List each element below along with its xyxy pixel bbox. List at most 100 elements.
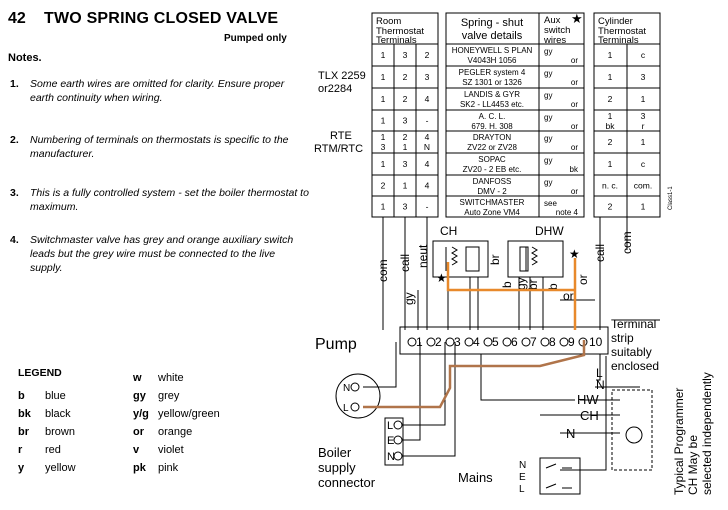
cylinder-terminal-cell: r <box>642 121 645 131</box>
wire-label: com <box>376 259 390 282</box>
wire-label: call <box>593 244 607 262</box>
orange-wire <box>446 258 577 330</box>
terminal-screw <box>521 337 531 347</box>
legend-heading: LEGEND <box>18 367 62 379</box>
wire-label: b <box>500 281 514 288</box>
legend-name: blue <box>45 390 66 402</box>
valve-detail-cell: SK2 - LL4453 etc. <box>460 100 524 109</box>
wire-label: call <box>398 254 412 272</box>
programmer-line-label: CH <box>580 408 599 423</box>
mains-terminal-label: N <box>519 460 526 471</box>
rte-label: RTE <box>330 130 352 142</box>
legend-code: b <box>18 390 25 402</box>
room-terminal-cell: 1 <box>381 94 386 104</box>
room-terminal-cell: 4 <box>425 94 430 104</box>
strip-n-label: N <box>596 378 605 392</box>
wire-label: or <box>576 274 590 285</box>
wire-label: com <box>620 231 634 254</box>
terminal-number: 7 <box>530 335 537 349</box>
room-terminal-cell: 2 <box>403 94 408 104</box>
note-2: 2. Numbering of terminals on thermostats… <box>10 133 310 177</box>
cylinder-terminal-cell: com. <box>634 181 652 191</box>
note-text: This is a fully controlled system - set … <box>30 187 309 213</box>
aux-wire-cell: or <box>571 122 578 131</box>
boiler-label-line: supply <box>318 460 356 475</box>
cylinder-terminal-cell: 3 <box>641 72 646 82</box>
room-header-line: Room <box>376 16 401 27</box>
aux-wire-cell: see <box>544 199 557 208</box>
cylinder-terminal-cell: 1 <box>608 111 613 121</box>
room-terminal-cell: 1 <box>403 142 408 152</box>
dhw-valve-body <box>507 240 564 278</box>
aux-wire-cell: gy <box>544 91 552 100</box>
tlx-label: or2284 <box>318 83 352 95</box>
valve-detail-cell: ZV20 - 2 EB etc. <box>463 165 522 174</box>
aux-wire-cell: or <box>571 100 578 109</box>
legend-name: black <box>45 408 71 420</box>
legend-name: grey <box>158 390 180 402</box>
legend-code: br <box>18 426 29 438</box>
room-terminal-cell: 3 <box>403 116 408 126</box>
strip-caption-line: strip <box>611 331 634 345</box>
wire-label: br <box>488 254 502 265</box>
terminal-number: 6 <box>511 335 518 349</box>
valve-detail-cell: SWITCHMASTER <box>460 198 525 207</box>
room-terminal-cell: 4 <box>425 159 430 169</box>
room-terminal-cell: 3 <box>403 159 408 169</box>
programmer-caption-line: CH May be <box>686 435 700 495</box>
note-text: Switchmaster valve has grey and orange a… <box>30 234 294 274</box>
note-1: 1. Some earth wires are omitted for clar… <box>10 77 310 121</box>
star-icon: ★ <box>571 11 583 26</box>
pump-label: Pump <box>315 336 357 353</box>
boiler-label-line: connector <box>318 475 376 490</box>
pump-symbol <box>335 373 381 419</box>
diagram-number: 42 <box>8 10 26 27</box>
valve-detail-cell: PEGLER system 4 <box>459 68 526 77</box>
note-number: 1. <box>10 78 19 90</box>
programmer-caption-line: selected independently <box>700 372 714 495</box>
aux-wire-cell: gy <box>544 178 552 187</box>
cylinder-terminal-cell: 1 <box>641 202 646 212</box>
terminal-number: 10 <box>589 335 603 349</box>
boiler-label-line: Boiler <box>318 445 352 460</box>
note-text: Some earth wires are omitted for clarity… <box>30 78 285 104</box>
cylinder-terminal-cell: c <box>641 50 646 60</box>
valve-detail-cell: 679. H. 308 <box>471 122 513 131</box>
legend-code: r <box>18 444 23 456</box>
note-number: 2. <box>10 134 19 146</box>
legend-name: white <box>158 372 184 384</box>
terminal-screw <box>464 337 474 347</box>
aux-wire-cell: gy <box>544 113 552 122</box>
room-terminal-cell: 1 <box>381 202 386 212</box>
pump-terminal-label: N <box>343 383 350 394</box>
terminal-screw <box>540 337 550 347</box>
valve-detail-cell: DMV - 2 <box>477 187 507 196</box>
room-terminal-cell: 3 <box>381 142 386 152</box>
terminal-number: 3 <box>454 335 461 349</box>
room-terminal-cell: 3 <box>425 72 430 82</box>
cylinder-terminal-cell: 2 <box>608 137 613 147</box>
diagram-title: TWO SPRING CLOSED VALVE <box>44 10 279 27</box>
room-terminal-cell: - <box>426 202 429 212</box>
cylinder-terminal-cell: 3 <box>641 111 646 121</box>
note-number: 4. <box>10 234 19 246</box>
terminal-number: 8 <box>549 335 556 349</box>
programmer-box <box>611 389 653 471</box>
room-header-line: Terminals <box>376 35 417 46</box>
diagram-subtitle: Pumped only <box>224 33 287 44</box>
strip-caption-line: Terminal <box>611 317 656 331</box>
cylinder-terminal-cell: c <box>641 159 646 169</box>
aux-wire-cell: or <box>571 78 578 87</box>
room-terminal-cell: 2 <box>425 50 430 60</box>
programmer-line-label: HW <box>577 392 599 407</box>
aux-wire-cell: gy <box>544 69 552 78</box>
room-terminal-cell: 2 <box>403 132 408 142</box>
legend-code: w <box>133 372 142 384</box>
terminal-screw <box>445 337 455 347</box>
legend-code: or <box>133 426 144 438</box>
boiler-connector <box>384 417 404 466</box>
room-terminal-cell: 2 <box>381 181 386 191</box>
aux-wire-cell: bk <box>570 165 579 174</box>
legend-name: violet <box>158 444 184 456</box>
room-terminal-cell: 1 <box>381 50 386 60</box>
